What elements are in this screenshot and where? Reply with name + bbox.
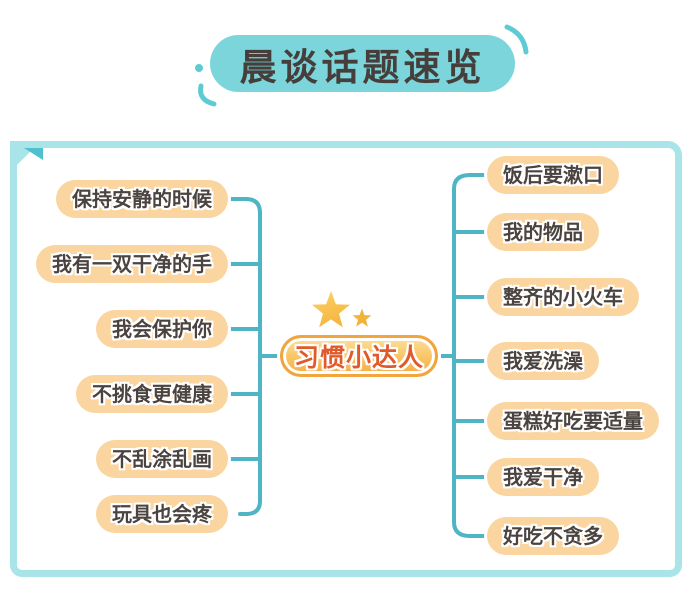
page-title-pill: 晨谈话题速览	[210, 35, 515, 92]
right-topic-pill: 我爱干净	[487, 458, 599, 496]
star-icon-small	[352, 308, 372, 327]
left-trunk-line	[226, 197, 262, 516]
right-topic-pill: 我爱洗澡	[487, 342, 599, 380]
left-topic-pill: 不挑食更健康	[76, 375, 228, 413]
folded-page-corner-icon	[10, 141, 43, 172]
center-topic-label: 习惯小达人	[293, 343, 424, 372]
right-topic-pill: 整齐的小火车	[487, 278, 639, 316]
left-topic-pill: 玩具也会疼	[96, 495, 228, 533]
curved-dash-icon	[198, 83, 217, 107]
left-topic-pill: 保持安静的时候	[56, 180, 228, 218]
right-trunk-line	[452, 173, 489, 538]
title-decor-right	[504, 24, 529, 55]
left-topic-pill: 我有一双干净的手	[36, 245, 228, 283]
center-topic-pill: 习惯小达人	[280, 335, 438, 377]
right-topic-pill: 饭后要漱口	[487, 156, 619, 194]
right-topic-pill: 蛋糕好吃要适量	[487, 402, 659, 440]
right-topic-pill: 好吃不贪多	[487, 517, 619, 555]
curved-dash-icon	[504, 24, 529, 55]
left-topic-pill: 不乱涂乱画	[96, 440, 228, 478]
left-topic-pill: 我会保护你	[96, 310, 228, 348]
title-decor-left	[195, 64, 217, 107]
page-title: 晨谈话题速览	[239, 45, 486, 89]
star-icon-large	[312, 291, 350, 328]
right-topic-pill: 我的物品	[487, 213, 599, 251]
dot-icon	[195, 64, 203, 72]
